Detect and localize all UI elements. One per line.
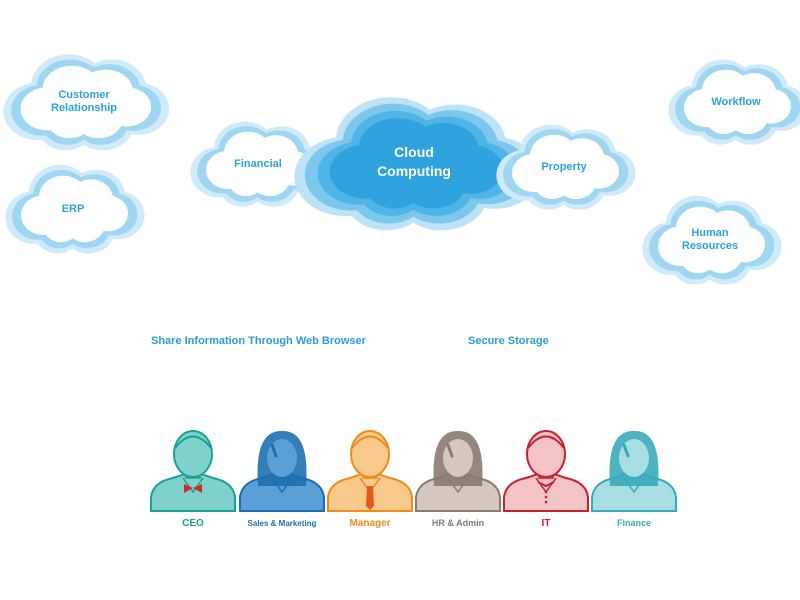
person-hair-clip bbox=[622, 443, 630, 458]
person-manager: Manager bbox=[327, 430, 413, 529]
person-finance: Finance bbox=[591, 430, 677, 528]
cloud-label-line1: Cloud bbox=[394, 144, 434, 160]
person-sales-marketing: Sales & Marketing bbox=[239, 430, 325, 528]
person-hairline bbox=[527, 435, 565, 449]
role-label: Manager bbox=[349, 518, 390, 529]
people-row: CEO Sales & Marketing Manager HR & Admin IT F… bbox=[150, 430, 677, 529]
cloud-center: Cloud Computing bbox=[294, 97, 541, 231]
cloud-label-line2: Resources bbox=[682, 240, 738, 252]
cloud-property: Property bbox=[496, 124, 636, 210]
cloud-label: Property bbox=[541, 161, 587, 173]
role-label: Sales & Marketing bbox=[248, 519, 317, 528]
cloud-customer-relationship: Customer Relationship bbox=[3, 54, 170, 151]
cloud-label-line1: Human bbox=[691, 227, 729, 239]
person-collar bbox=[623, 477, 645, 494]
person-head bbox=[173, 430, 213, 478]
person-head bbox=[526, 430, 566, 478]
caption-secure-storage: Secure Storage bbox=[468, 335, 549, 347]
cloud-label-line2: Relationship bbox=[51, 102, 117, 114]
person-collar bbox=[271, 477, 293, 494]
person-head bbox=[350, 430, 390, 478]
person-collar bbox=[447, 477, 469, 494]
person-hr-admin: HR & Admin bbox=[415, 430, 501, 528]
cloud-erp: ERP bbox=[5, 164, 145, 254]
person-ceo: CEO bbox=[150, 430, 236, 529]
role-label: IT bbox=[542, 518, 551, 529]
button-icon bbox=[544, 500, 548, 504]
button-icon bbox=[544, 495, 548, 499]
caption-share-information: Share Information Through Web Browser bbox=[151, 335, 366, 347]
person-hair-clip bbox=[270, 443, 278, 458]
person-hairline bbox=[174, 435, 212, 449]
role-label: HR & Admin bbox=[432, 518, 484, 528]
cloud-human-resources: Human Resources bbox=[642, 195, 782, 285]
role-label: CEO bbox=[182, 518, 204, 529]
cloud-financial: Financial bbox=[190, 121, 330, 207]
bowtie-icon bbox=[184, 484, 202, 493]
collar-icon bbox=[537, 481, 555, 488]
person-hairline bbox=[351, 435, 389, 449]
cloud-label: Workflow bbox=[711, 96, 761, 108]
person-hair-clip bbox=[446, 443, 454, 458]
person-collar bbox=[182, 477, 204, 494]
role-label: Finance bbox=[617, 518, 651, 528]
cloud-label-line1: Customer bbox=[58, 89, 110, 101]
cloud-workflow: Workflow bbox=[668, 59, 800, 145]
tie-icon bbox=[366, 486, 374, 510]
cloud-label: ERP bbox=[62, 203, 85, 215]
person-it: IT bbox=[503, 430, 589, 529]
button-icon bbox=[544, 490, 548, 494]
cloud-label-line2: Computing bbox=[377, 163, 451, 179]
cloud-label: Financial bbox=[234, 158, 282, 170]
